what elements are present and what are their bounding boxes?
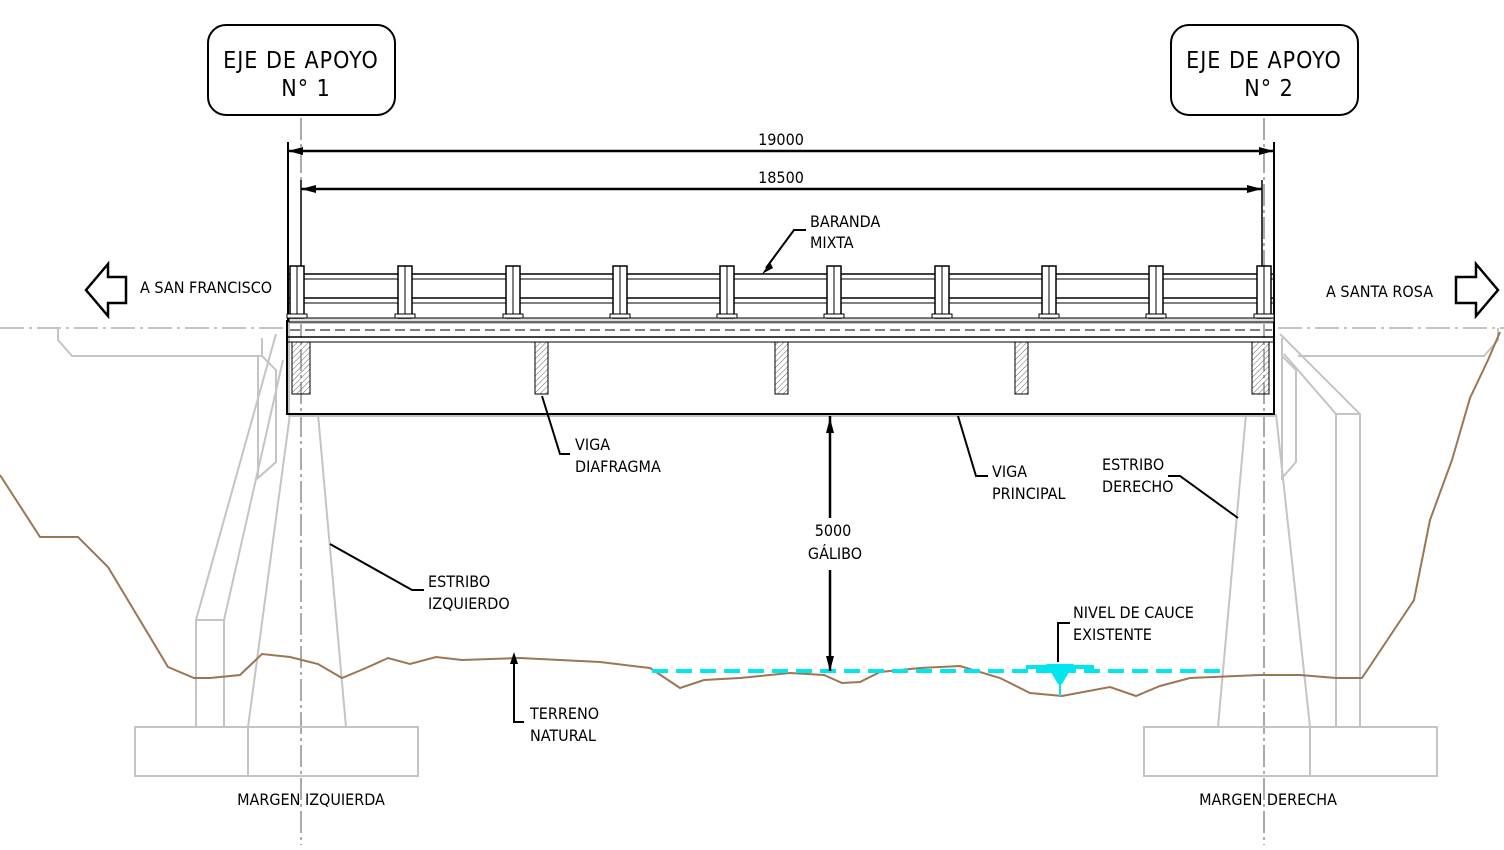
dimension-span-text: 18500 [758,168,804,187]
railing [286,265,1275,323]
terrain-line1: TERRENO [529,704,599,723]
axis-left-line2: N° 1 [281,76,331,102]
axis-box-right: EJE DE APOYO N° 2 [1170,24,1359,116]
axis-right-line1: EJE DE APOYO [1186,48,1342,74]
railing-post [394,265,416,319]
railing-post [502,265,524,319]
railing-post [1038,265,1060,319]
railing-post [716,265,738,319]
railing-post [286,265,308,319]
label-right-abutment: ESTRIBO DERECHO [1102,455,1239,519]
clearance-label: GÁLIBO [808,544,862,563]
water-level-line2: EXISTENTE [1073,625,1152,644]
label-terrain: TERRENO NATURAL [510,652,599,745]
left-abutment-line2: IZQUIERDO [428,594,510,613]
clearance-value: 5000 [815,521,852,540]
label-diaphragm: VIGA DIAFRAGMA [541,395,661,476]
direction-arrow-left: A SAN FRANCISCO [84,260,272,320]
main-beam-line1: VIGA [992,462,1027,481]
label-railing: BARANDA MIXTA [762,212,880,274]
direction-right-text: A SANTA ROSA [1326,282,1433,301]
railing-post [1253,265,1275,319]
terrain-profile [0,331,1501,698]
right-abutment-line1: ESTRIBO [1102,455,1164,474]
axis-box-left: EJE DE APOYO N° 1 [207,24,396,116]
axis-right-line2: N° 2 [1244,76,1294,102]
label-main-beam: VIGA PRINCIPAL [957,415,1066,503]
approach-road-right [1278,327,1504,357]
label-water-level: NIVEL DE CAUCE EXISTENTE [1057,603,1194,662]
railing-post [931,265,953,319]
left-bank-label: MARGEN IZQUIERDA [237,790,385,809]
terrain-line2: NATURAL [530,726,596,745]
railing-post [1145,265,1167,319]
left-abutment [134,333,419,777]
railing-posts [286,265,1275,319]
diaphragm-line1: VIGA [575,435,610,454]
clearance-dimension: 5000 GÁLIBO [806,416,862,671]
dimension-span: 18500 [300,168,1263,320]
railing-post [823,265,845,319]
right-bank-label: MARGEN DERECHA [1199,790,1337,809]
approach-road-left [0,327,286,357]
label-left-abutment: ESTRIBO IZQUIERDO [329,543,510,613]
water-level [652,664,1226,696]
railing-line1: BARANDA [810,212,880,231]
dimension-overall-text: 19000 [758,130,804,149]
right-abutment-line2: DERECHO [1102,477,1173,496]
railing-post [609,265,631,319]
axis-left-line1: EJE DE APOYO [223,48,379,74]
diaphragm-line2: DIAFRAGMA [575,457,661,476]
left-abutment-line1: ESTRIBO [428,572,490,591]
dimension-overall: 19000 [287,130,1275,320]
diaphragm-beams [291,341,1270,395]
right-abutment [1143,333,1438,777]
main-beam-line2: PRINCIPAL [992,484,1066,503]
railing-line2: MIXTA [810,233,854,252]
direction-left-text: A SAN FRANCISCO [140,278,272,297]
water-level-line1: NIVEL DE CAUCE [1073,603,1194,622]
direction-arrow-right: A SANTA ROSA [1326,260,1500,320]
